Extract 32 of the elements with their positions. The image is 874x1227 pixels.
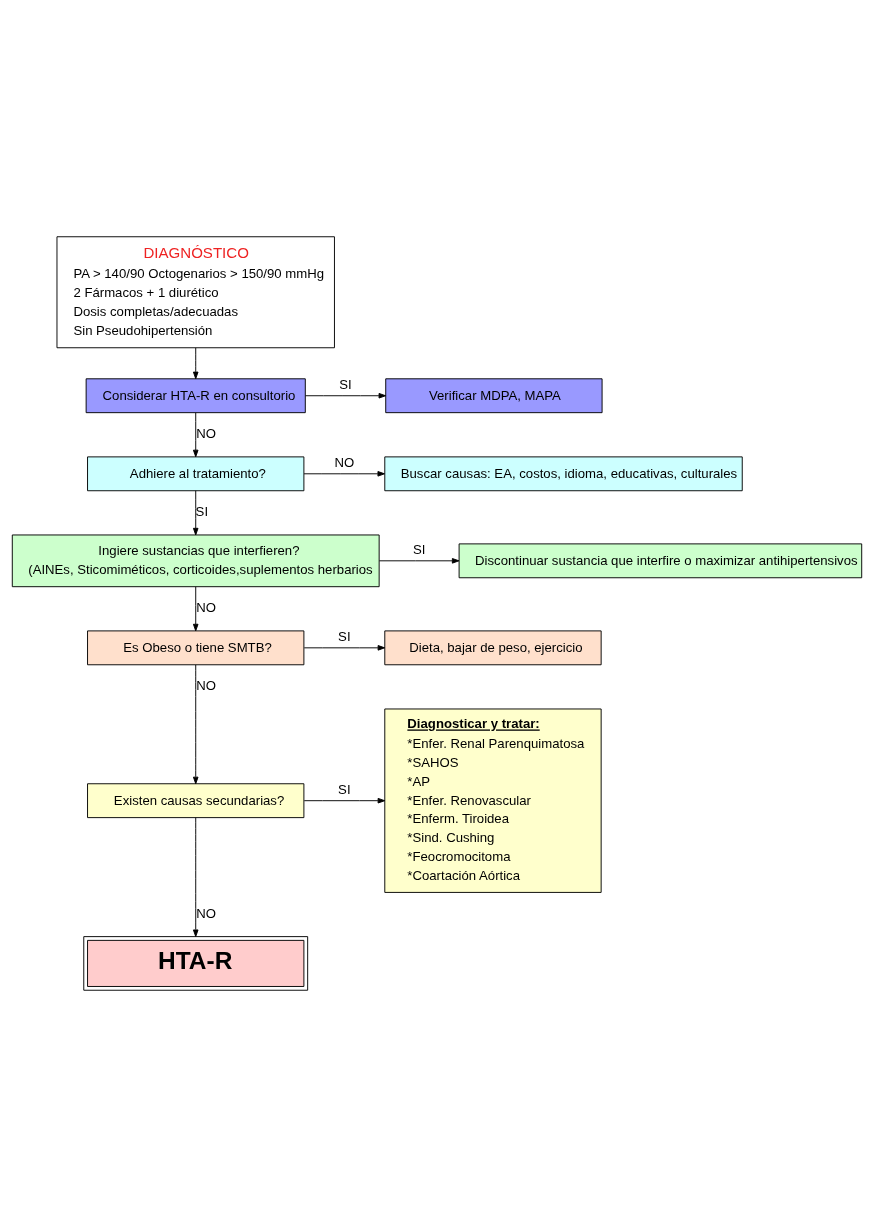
- edge-label: SI: [412, 542, 426, 558]
- node-box: Es Obeso o tiene SMTB?: [87, 630, 305, 666]
- node-box: DIAGNÓSTICO PA > 140/90 Octogenarios > 150/90 mmHg 2 Fármacos + 1 diurético Dosis completas/adecuadas Sin Pseudohipertensión: [56, 236, 335, 349]
- arrow: [303, 645, 386, 651]
- arrow: [305, 392, 387, 399]
- arrow: [303, 797, 386, 804]
- node-box: Dieta, bajar de peso, ejercicio: [384, 630, 602, 666]
- arrow: [192, 490, 199, 536]
- arrow: [192, 586, 199, 632]
- node-box: Buscar causas: EA, costos, idioma, educativas, culturales: [384, 456, 743, 492]
- edge-label: SI: [338, 782, 351, 798]
- edge-label: NO: [334, 455, 355, 471]
- node-box: Diagnosticar y tratar: *Enfer. Renal Parenquimatosa *SAHOS *AP *Enfer. Renovascular *Enferm. Tiroidea *Sind. Cushing *Feocromocitoma *Coartación Aórtica: [384, 708, 602, 893]
- node-box: Considerar HTA-R en consultorio: [85, 378, 306, 414]
- node-box: Adhiere al tratamiento?: [87, 456, 305, 492]
- node-box: Ingiere sustancias que interfieren? (AINEs, Sticomiméticos, corticoides,suplementos herbarios: [11, 534, 380, 588]
- edge-label: SI: [339, 377, 352, 393]
- edge-label: NO: [196, 600, 216, 616]
- node-box: Discontinuar sustancia que interfire o maximizar antihipertensivos: [458, 543, 863, 579]
- edge-label: NO: [196, 905, 216, 921]
- arrow: [303, 471, 385, 477]
- edge-label: NO: [196, 426, 216, 442]
- edge-label: SI: [338, 629, 351, 645]
- arrow: [192, 817, 199, 937]
- edge-label: SI: [195, 504, 209, 520]
- arrow: [192, 347, 199, 380]
- node-box: Existen causas secundarias?: [87, 783, 305, 819]
- arrow: [192, 412, 199, 458]
- arrow: [192, 664, 199, 785]
- arrow: [378, 558, 460, 564]
- node-box: Verificar MDPA, MAPA: [385, 378, 603, 414]
- edge-label: NO: [196, 678, 216, 694]
